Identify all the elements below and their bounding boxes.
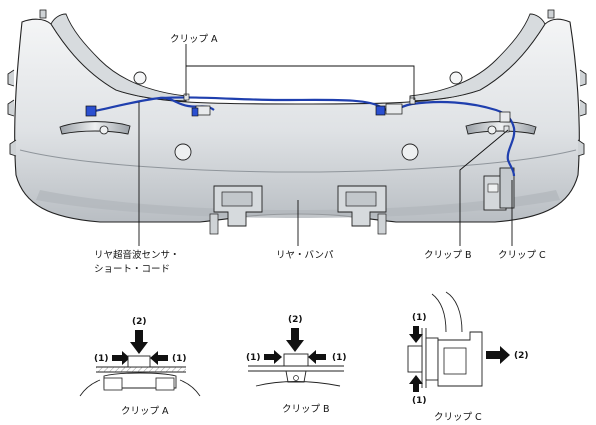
- sensor-cord-label-line2: ショート・コード: [94, 264, 170, 275]
- bracket-right: [337, 185, 387, 235]
- clip-b-caption: クリップ B: [282, 404, 330, 415]
- clip-a-caption: クリップ A: [121, 406, 169, 417]
- clip-b-press-number: (2): [288, 315, 303, 325]
- callout-clip-a: クリップ A: [170, 34, 415, 100]
- clip-c-pull-arrow: [486, 346, 510, 364]
- clip-b-squeeze-left-number: (1): [246, 353, 261, 363]
- clip-b-right-arrow: [308, 350, 326, 364]
- clip-a-label: クリップ A: [170, 34, 218, 45]
- clip-c-top-arrow: [409, 326, 423, 343]
- detail-clip-c: (1) (1) (2) クリップ C: [407, 291, 529, 423]
- clip-a-squeeze-right-number: (1): [172, 354, 187, 364]
- clip-c-squeeze-top-number: (1): [412, 313, 427, 323]
- callout-clip-b: クリップ B: [424, 129, 509, 261]
- clip-c-squeeze-bottom-number: (1): [412, 396, 427, 406]
- clip-a-press-arrow: [130, 330, 148, 354]
- callout-rear-bumper: リヤ・バンパ: [276, 200, 334, 261]
- clip-a-press-number: (2): [132, 317, 147, 327]
- clip-b-label: クリップ B: [424, 250, 472, 261]
- callout-sensor-cord: リヤ超音波センサ・ ショート・コード: [94, 102, 180, 275]
- clip-a-right-arrow: [150, 351, 168, 365]
- rear-bumper-label: リヤ・バンパ: [276, 250, 334, 261]
- callout-clip-c: クリップ C: [498, 180, 546, 261]
- sensor-short-cord: [85, 93, 516, 177]
- clip-c-bottom-arrow: [409, 375, 423, 392]
- clip-c-caption: クリップ C: [434, 412, 482, 423]
- clip-c-label: クリップ C: [498, 250, 546, 261]
- detail-clip-a: (2) (1) (1) クリップ A: [79, 317, 201, 417]
- clip-b-left-arrow: [264, 350, 282, 364]
- clip-b-press-arrow: [286, 328, 304, 352]
- clip-b-squeeze-right-number: (1): [332, 353, 347, 363]
- clip-c-pull-number: (2): [514, 351, 529, 361]
- rear-bumper: [7, 9, 587, 235]
- bracket-left: [209, 185, 263, 235]
- sensor-cord-label-line1: リヤ超音波センサ・: [94, 249, 180, 261]
- detail-clip-b: (2) (1) (1) クリップ B: [246, 315, 347, 415]
- clip-a-squeeze-left-number: (1): [94, 354, 109, 364]
- sensor-bracket-right: [483, 167, 515, 211]
- clip-a-left-arrow: [112, 351, 130, 365]
